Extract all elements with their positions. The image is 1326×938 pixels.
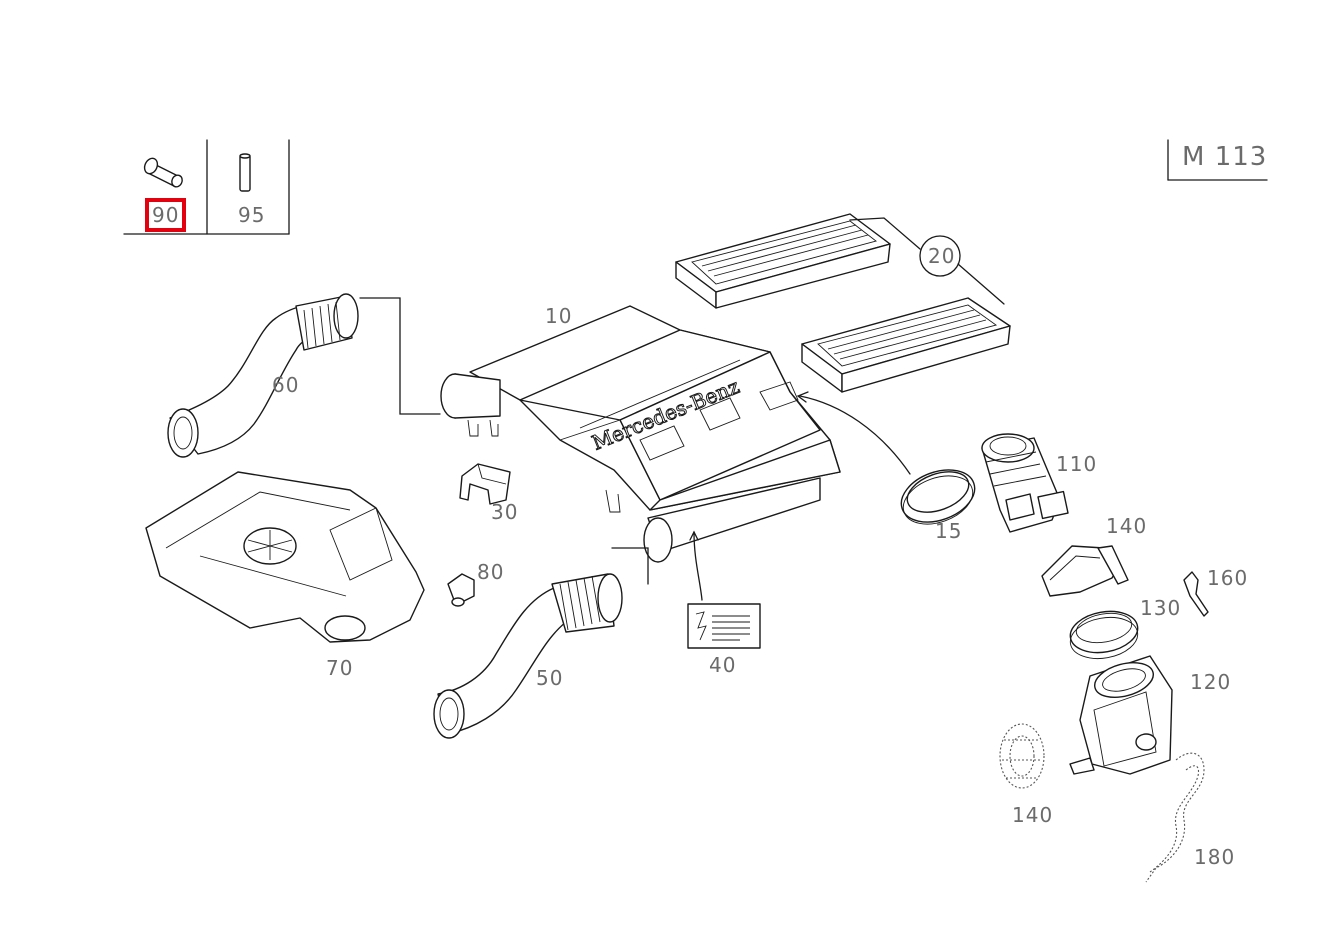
vent-hose-icon[interactable] (1145, 752, 1205, 883)
small-parts-table (123, 139, 290, 235)
air-mass-sensor-icon[interactable] (981, 433, 1069, 533)
part-label-30[interactable]: 30 (491, 500, 519, 524)
part-label-95[interactable]: 95 (238, 203, 266, 227)
bushing-icon[interactable] (142, 156, 184, 188)
part-40-leader (689, 530, 703, 601)
part-label-180[interactable]: 180 (1194, 845, 1236, 869)
grommet-icon[interactable] (999, 723, 1045, 789)
model-frame (1167, 139, 1268, 181)
part-label-70[interactable]: 70 (326, 656, 354, 680)
warning-label-icon[interactable] (687, 603, 761, 649)
part-label-90[interactable]: 90 (144, 198, 187, 232)
intake-hose-icon[interactable] (167, 293, 359, 458)
part-label-140[interactable]: 140 (1012, 803, 1054, 827)
part-label-80[interactable]: 80 (477, 560, 505, 584)
engine-cover-icon[interactable] (145, 471, 425, 643)
part-label-40[interactable]: 40 (709, 653, 737, 677)
part-20-leader (849, 217, 1005, 305)
part-label-60[interactable]: 60 (272, 373, 300, 397)
throttle-adapter-icon[interactable] (1069, 655, 1173, 775)
filter-element-icon[interactable] (675, 213, 891, 309)
part-label-160[interactable]: 160 (1207, 566, 1249, 590)
rubber-mount-icon[interactable] (447, 573, 475, 607)
filter-element-icon[interactable] (801, 297, 1011, 393)
part-50-leader (611, 547, 649, 585)
part-label-110[interactable]: 120 (1190, 670, 1232, 694)
bracket-clip-icon[interactable] (459, 463, 511, 505)
part-label-130[interactable]: 140 (1106, 514, 1148, 538)
part-label-10[interactable]: 10 (545, 304, 573, 328)
part-label-15[interactable]: 15 (935, 519, 963, 543)
pin-icon[interactable] (239, 153, 251, 192)
clip-icon[interactable] (1183, 571, 1209, 617)
model-label: M 113 (1182, 142, 1268, 172)
part-label-100[interactable]: 110 (1056, 452, 1098, 476)
part-10-leader (359, 297, 911, 475)
part-label-20[interactable]: 20 (928, 244, 956, 268)
intake-hose-icon[interactable] (433, 573, 623, 739)
seal-ring-icon[interactable] (894, 460, 982, 533)
hose-clamp-icon[interactable] (1067, 606, 1141, 663)
air-filter-housing-icon[interactable]: Mercedes-Benz (440, 305, 841, 563)
part-label-120[interactable]: 130 (1140, 596, 1182, 620)
part-label-50[interactable]: 50 (536, 666, 564, 690)
clamp-bracket-icon[interactable] (1041, 545, 1129, 597)
